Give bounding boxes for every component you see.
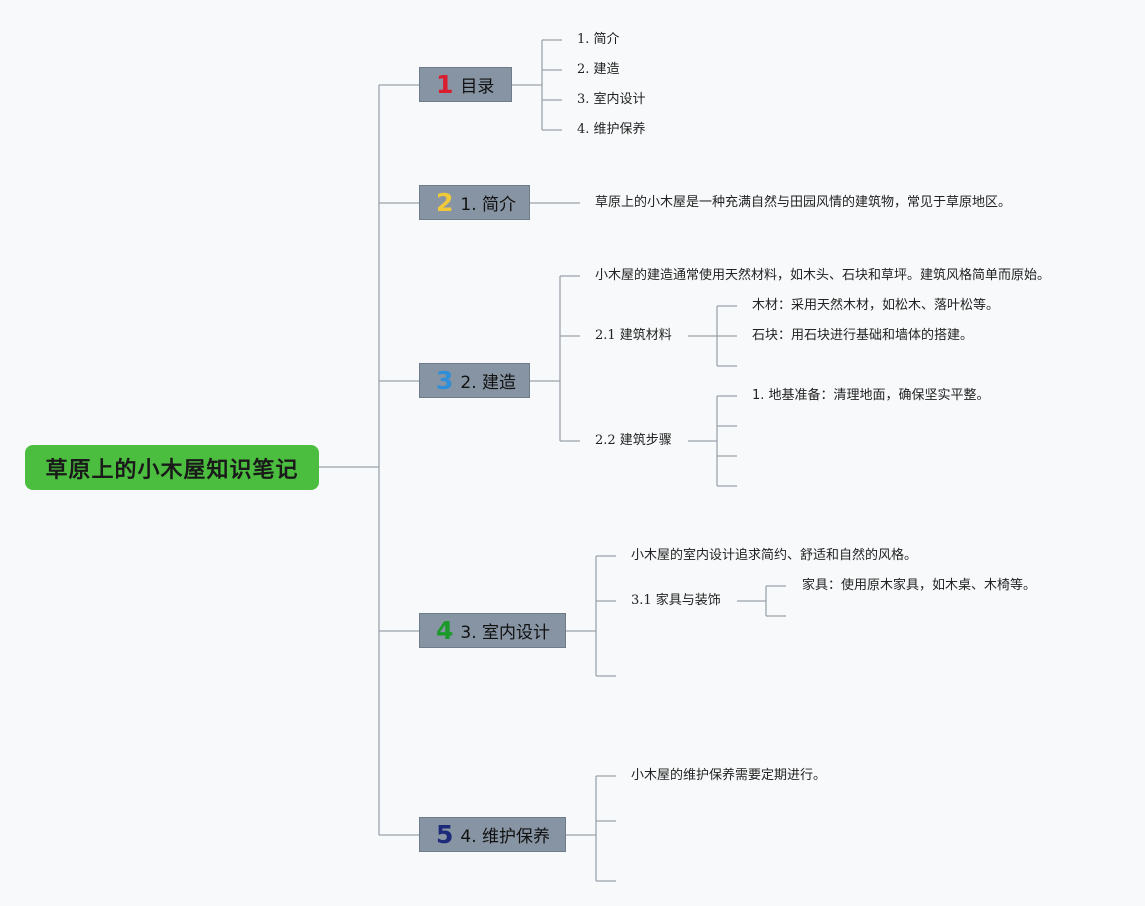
material-wood[interactable]: 木材：采用天然木材，如松木、落叶松等。 [752,298,1000,313]
root-topic[interactable]: 草原上的小木屋知识笔记 [25,445,319,490]
toc-item-intro[interactable]: 1. 简介 [577,32,620,47]
root-topic-label: 草原上的小木屋知识笔记 [45,457,299,483]
branch-interior-label: 3. 室内设计 [460,623,551,643]
number-5-icon: 5 [436,820,454,849]
step-foundation[interactable]: 1. 地基准备：清理地面，确保坚实平整。 [752,388,990,403]
build-summary[interactable]: 小木屋的建造通常使用天然材料，如木头、石块和草坪。建筑风格简单而原始。 [595,268,1051,283]
toc-item-build[interactable]: 2. 建造 [577,62,620,77]
branch-toc[interactable]: 1 目录 [419,67,512,102]
branch-toc-label: 目录 [460,77,495,97]
number-1-icon: 1 [436,70,454,99]
toc-item-maintenance[interactable]: 4. 维护保养 [577,122,646,137]
branch-maintenance[interactable]: 5 4. 维护保养 [419,817,566,852]
toc-item-interior[interactable]: 3. 室内设计 [577,92,646,107]
interior-summary[interactable]: 小木屋的室内设计追求简约、舒适和自然的风格。 [631,548,918,563]
build-steps-topic[interactable]: 2.2 建筑步骤 [595,433,672,448]
number-3-icon: 3 [436,366,454,395]
branch-interior[interactable]: 4 3. 室内设计 [419,613,566,648]
number-4-icon: 4 [436,616,454,645]
interior-furniture-topic[interactable]: 3.1 家具与装饰 [631,593,721,608]
build-materials-topic[interactable]: 2.1 建筑材料 [595,328,672,343]
branch-intro-label: 1. 简介 [460,195,517,215]
branch-build[interactable]: 3 2. 建造 [419,363,530,398]
material-stone[interactable]: 石块：用石块进行基础和墙体的搭建。 [752,328,974,343]
intro-text[interactable]: 草原上的小木屋是一种充满自然与田园风情的建筑物，常见于草原地区。 [595,195,1012,210]
maintenance-summary[interactable]: 小木屋的维护保养需要定期进行。 [631,768,827,783]
branch-build-label: 2. 建造 [460,373,517,393]
branch-maintenance-label: 4. 维护保养 [460,827,551,847]
branch-intro[interactable]: 2 1. 简介 [419,185,530,220]
number-2-icon: 2 [436,188,454,217]
furniture-item[interactable]: 家具：使用原木家具，如木桌、木椅等。 [802,578,1037,593]
